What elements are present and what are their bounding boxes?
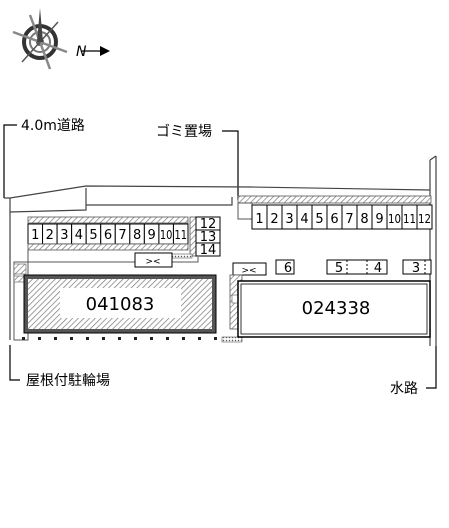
parking-slot-left-label: 9 (147, 228, 155, 243)
parking-right-front: 6 5 4 3 (275, 259, 432, 276)
parking-slot-left-label: 14 (200, 243, 217, 258)
building-left: 041083 (13, 261, 217, 341)
parking-slot-left-label: 1 (31, 228, 39, 243)
bike-post (166, 337, 169, 340)
walkway-left (27, 250, 135, 263)
parking-slot-left-label: 11 (174, 228, 187, 242)
parking-slot-left-14 (195, 242, 221, 257)
parking-slot-left-label: 4 (75, 228, 83, 243)
building-right: 024338 (229, 274, 431, 338)
bike-post (86, 337, 89, 340)
svg-text:><: >< (145, 257, 160, 267)
bike-post (70, 337, 73, 340)
parking-slot-right-label: 4 (300, 212, 308, 227)
bike-post (118, 337, 121, 340)
parking-slot-right-label: 9 (375, 212, 383, 227)
parking-slot-left-label: 6 (104, 228, 112, 243)
parking-slot-3: 3 (412, 261, 420, 276)
parking-slot-4: 4 (374, 261, 382, 276)
garbage-label: ゴミ置場 (156, 123, 212, 140)
entrance-mark-right: >< (232, 262, 267, 276)
parking-slot-right-label: 3 (285, 212, 293, 227)
parking-slot-right-label: 2 (270, 212, 278, 227)
road-leader-line (3, 124, 17, 198)
parking-row-left-hatch-bottom (27, 243, 189, 251)
parking-slot-right-label: 1 (255, 212, 263, 227)
entrance-mark-left: >< (134, 252, 173, 268)
parking-slot-left-label: 3 (60, 228, 68, 243)
bike-parking-leader-line (9, 345, 20, 381)
parking-slot-left-label: 5 (89, 228, 97, 243)
garbage-leader-line (222, 130, 239, 200)
parking-slot-left-label: 2 (46, 228, 54, 243)
waterway-label: 水路 (390, 381, 418, 397)
parking-slot-left-label: 7 (118, 228, 126, 243)
bike-parking-roof (221, 336, 243, 343)
bike-post (150, 337, 153, 340)
bike-post (134, 337, 137, 340)
parking-slot-left-label: 13 (200, 230, 217, 245)
compass-icon (12, 8, 68, 70)
parking-slot-left-label: 8 (133, 228, 141, 243)
road-label: 4.0m道路 (21, 118, 85, 134)
building-left-id: 041083 (86, 294, 155, 315)
parking-slot-right-label: 10 (388, 212, 401, 226)
bike-post (214, 337, 217, 340)
bike-post (54, 337, 57, 340)
parking-slot-left-label: 10 (160, 228, 173, 242)
waterway-leader-line (426, 346, 437, 389)
parking-slot-right-label: 6 (330, 212, 338, 227)
parking-slot-right-label: 5 (315, 212, 323, 227)
svg-text:><: >< (241, 266, 256, 276)
parking-slot-right-12 (416, 204, 433, 230)
bike-parking-posts (22, 337, 217, 340)
parking-row-left-hatch-top (27, 216, 189, 224)
bike-post (22, 337, 25, 340)
parking-slot-5: 5 (335, 261, 343, 276)
parking-slot-right-label: 12 (418, 212, 431, 226)
parking-slot-left-label: 12 (200, 217, 217, 232)
bike-post (198, 337, 201, 340)
bike-post (38, 337, 41, 340)
bike-post (182, 337, 185, 340)
parking-slot-right-label: 11 (403, 212, 416, 226)
bike-parking-label: 屋根付駐輪場 (26, 372, 110, 389)
building-right-id: 024338 (302, 298, 371, 319)
north-label: N (76, 44, 87, 60)
parking-slot-6: 6 (284, 261, 292, 276)
garbage-area (237, 195, 432, 204)
north-arrow-icon: N (76, 44, 110, 60)
parking-slot-right-label: 8 (360, 212, 368, 227)
parking-slot-right-label: 7 (345, 212, 353, 227)
bike-post (102, 337, 105, 340)
